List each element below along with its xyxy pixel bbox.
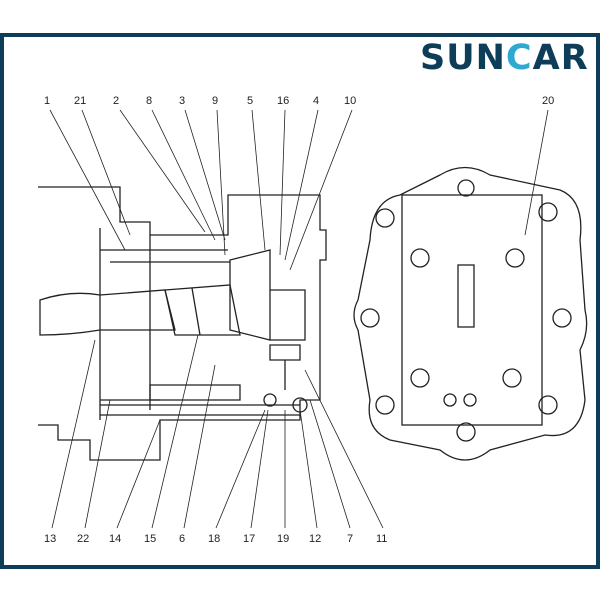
logo-text-end: AR (532, 38, 589, 78)
shaft (39, 289, 176, 336)
label-13: 13 (44, 533, 56, 545)
bolts (360, 179, 572, 442)
label-2: 2 (113, 95, 119, 107)
label-16: 16 (277, 95, 289, 107)
label-4: 4 (313, 95, 319, 107)
front-view (353, 166, 588, 461)
label-11: 11 (376, 533, 387, 545)
label-14: 14 (109, 533, 121, 545)
label-19: 19 (277, 533, 289, 545)
callout-labels: 1 21 2 8 3 9 5 16 4 10 20 13 22 14 15 6 … (44, 95, 554, 545)
label-7: 7 (347, 533, 353, 545)
label-15: 15 (144, 533, 156, 545)
logo-text-c: C (505, 38, 533, 78)
label-10: 10 (344, 95, 356, 107)
label-3: 3 (179, 95, 185, 107)
label-18: 18 (208, 533, 220, 545)
label-8: 8 (146, 95, 152, 107)
label-17: 17 (243, 533, 255, 545)
logo-text: SUN (420, 38, 506, 78)
label-1: 1 (44, 95, 50, 107)
label-9: 9 (212, 95, 218, 107)
label-20: 20 (542, 95, 554, 107)
side-view (38, 186, 327, 461)
suncar-logo: SUNCAR (420, 38, 589, 78)
label-5: 5 (247, 95, 253, 107)
leader-lines (49, 109, 549, 529)
label-6: 6 (179, 533, 185, 545)
label-22: 22 (77, 533, 89, 545)
label-21: 21 (74, 95, 86, 107)
label-12: 12 (309, 533, 321, 545)
